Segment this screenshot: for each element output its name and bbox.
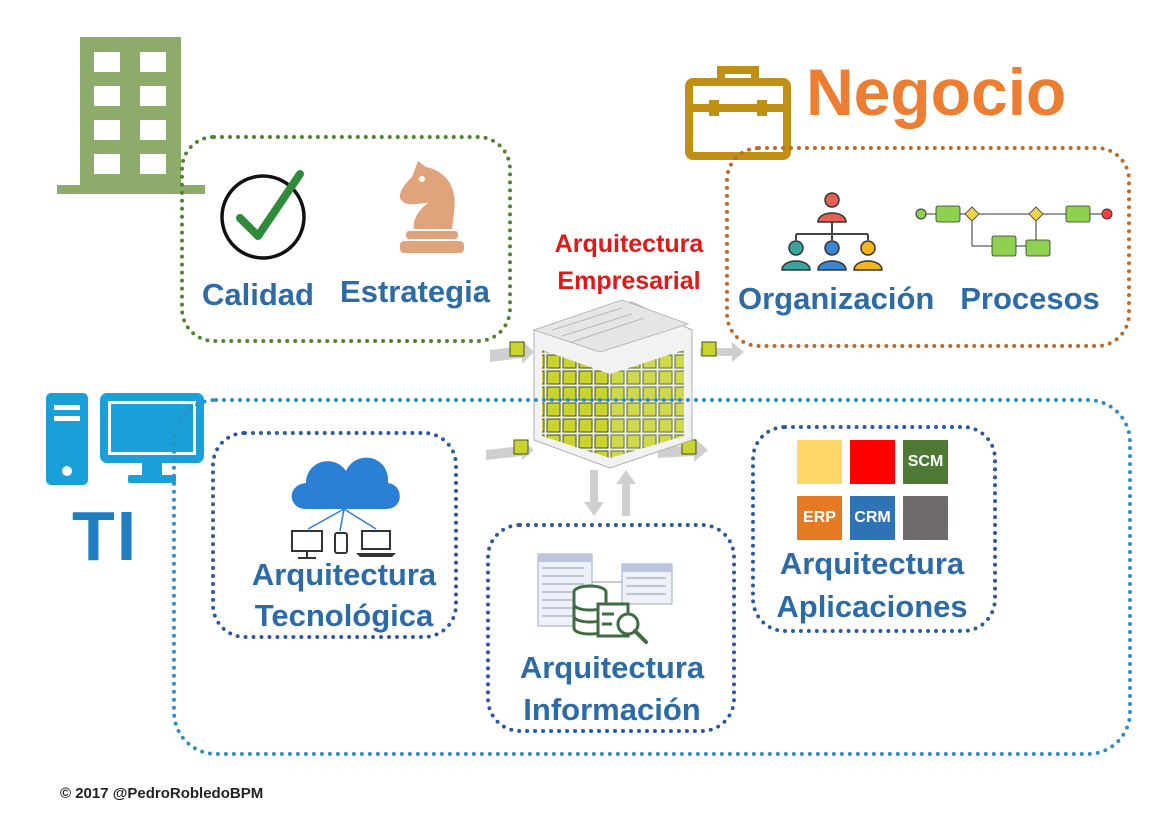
application-tile [903, 496, 948, 540]
technology-label-line-2: Tecnológica [254, 598, 434, 633]
information-label-line-2: Información [523, 692, 701, 727]
technology-label-line-1: Arquitectura [251, 557, 437, 592]
organization-process-group [725, 146, 1131, 348]
business-heading: Negocio [806, 55, 1067, 129]
database-schema-icon [537, 553, 673, 644]
checkmark-icon [220, 170, 306, 260]
application-tile: SCM [903, 440, 948, 484]
title-line-1: Arquitectura [554, 230, 704, 258]
information-label-line-1: Arquitectura [519, 650, 705, 685]
title-line-2: Empresarial [557, 267, 701, 295]
quality-label: Calidad [202, 277, 314, 312]
it-group [172, 398, 1132, 756]
applications-label-line-2: Aplicaciones [776, 589, 968, 624]
application-architecture-group [751, 425, 997, 633]
organization-chart-icon [781, 192, 883, 271]
organization-label: Organización [738, 281, 935, 316]
enterprise-cube-icon [486, 299, 744, 516]
process-label: Procesos [960, 281, 1100, 316]
technology-architecture-group [211, 431, 458, 639]
cloud-network-icon [291, 457, 400, 559]
process-diagram-icon [915, 205, 1113, 257]
applications-label-line-1: Arquitectura [779, 546, 965, 581]
information-architecture-group [486, 523, 736, 733]
strategy-label: Estrategia [340, 274, 490, 309]
quality-strategy-group [180, 135, 512, 343]
application-tile [797, 440, 842, 484]
building-icon [57, 37, 205, 194]
application-tile [850, 440, 895, 484]
copyright-footer: © 2017 @PedroRobledoBPM [60, 785, 264, 802]
chess-knight-icon [399, 161, 464, 253]
application-tile: ERP [797, 496, 842, 540]
it-heading: TI [72, 497, 139, 575]
application-tile: CRM [850, 496, 895, 540]
